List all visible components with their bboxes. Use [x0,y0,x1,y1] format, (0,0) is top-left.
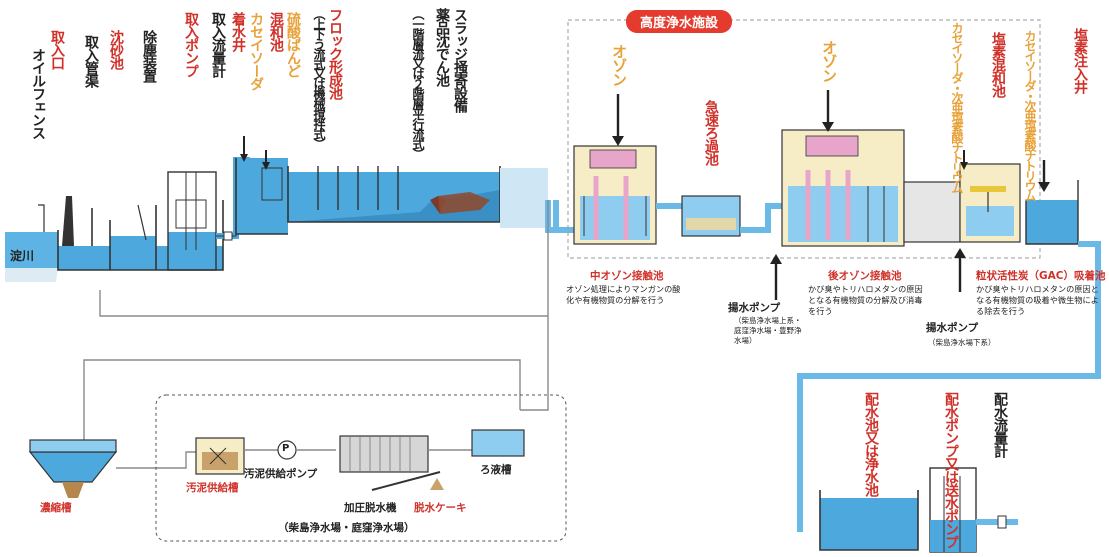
filter-press-label: 加圧脱水機 [344,502,397,514]
pump-symbol: P [282,443,290,454]
distribution-reservoir [820,498,918,550]
advanced-facility-title: 高度浄水施設 [626,10,733,33]
dust-remover-label: 除塵装置 [141,30,157,82]
lift-pump-label-1: 揚水ポンプ [728,302,781,314]
hypochlorite-label-2: カセイソーダ・次亜塩素酸ナトリウム [1023,30,1037,200]
ozone-label-2: オゾン [820,40,838,82]
sedimentation-note: （一階層流又は２階層平行流式） [411,8,425,158]
sludge-plant-label: （柴島浄水場・庭窪浄水場） [278,522,415,534]
rapid-sand-filter-label: 急速ろ過池 [703,100,719,165]
thickener-label: 濃縮槽 [40,502,72,514]
river-label: 淀川 [10,249,35,263]
sedimentation-basin-label: 薬品沈でん池 [434,8,450,86]
gac-title: 粒状活性炭（GAC）吸着池 [976,270,1106,282]
mixing-basin-label: 混和池 [268,12,284,51]
lift-pump-label-2: 揚水ポンプ [926,322,979,334]
distribution-reservoir-label: 配水池又は浄水池 [863,392,879,496]
grit-basin-water [110,236,156,270]
gac-note: かび臭やトリハロメタンの原因となる有機物質の吸着や微生物による除去を行う [976,284,1099,316]
flocculation-note: （上下う流式又は機械撹拌式） [312,8,326,148]
sludge-process-frame [155,394,567,542]
intake-culvert-label: 取入管渠 [83,35,99,87]
chlorine-mixing-label: 塩素混和池 [990,32,1006,97]
intake-label: 取入口 [49,30,65,69]
aluminum-sulfate-label: 硫酸ばんど [285,12,301,77]
grit-basin-label: 沈砂池 [108,30,124,69]
receiving-well-label: 着水井 [230,12,246,51]
chlorine-injection-well-label: 塩素注入井 [1072,28,1088,93]
distribution-flowmeter-label: 配水流量計 [992,392,1008,457]
pump-well-water [168,232,216,270]
sludge-supply-pump-label: 汚泥供給ポンプ [244,468,318,480]
filtrate-tank-shape [471,429,525,457]
sludge-supply-tank-label: 汚泥供給槽 [186,482,239,494]
oil-fence-label: オイルフェンス [30,48,46,139]
mid-ozone-note: オゾン処理によりマンガンの酸化や有機物質の分解を行う [566,284,681,305]
post-ozone-title: 後オゾン接触池 [828,270,902,282]
filtrate-tank-label: ろ液槽 [480,464,512,476]
sludge-scraper-label: スラッジ掻寄設備 [452,8,468,112]
mid-ozone-title: 中オゾン接触池 [590,270,664,282]
thickener [29,439,117,453]
filter-press-shape [339,435,429,473]
intake-flowmeter-label: 取入流量計 [210,12,226,77]
hypochlorite-label-1: カセイソーダ・次亜塩素酸ナトリウム [950,22,964,192]
flocculation-basin-label: フロック形成池 [327,8,343,99]
ozone-label-1: オゾン [610,44,628,86]
advanced-facility-frame [567,19,1041,259]
post-ozone-note: かび臭やトリハロメタンの原因となる有機物質の分解及び消毒を行う [808,284,923,316]
lift-pump-note-1: （柴島浄水場上系・庭窪浄水場・豊野浄水場） [734,316,802,345]
lift-pump-note-2: （柴島浄水場下系） [928,338,996,347]
caustic-soda-label: カセイソーダ [248,12,264,90]
river-water [5,232,58,268]
sedimentation-outlet [500,168,548,228]
intake-pump-label: 取入ポンプ [183,12,199,77]
gac-tank [903,181,961,243]
distribution-pump-label: 配水ポンプ又は送水ポンプ [943,392,959,548]
dewatered-cake-label: 脱水ケーキ [414,502,467,514]
